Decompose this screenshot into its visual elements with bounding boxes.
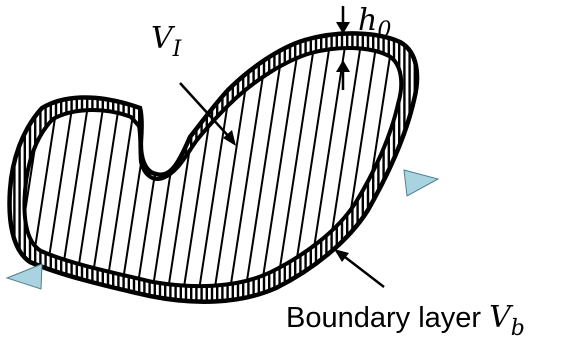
hatch-line [181, 47, 223, 287]
hatch-line [0, 40, 5, 300]
thickness-label: h0 [358, 3, 391, 43]
hatch-line [430, 40, 470, 300]
hatch-line [258, 47, 301, 287]
arrow-icon [334, 249, 349, 262]
hatch-line [212, 47, 254, 287]
hatch-line [274, 47, 316, 287]
hatch-line [196, 47, 239, 287]
hatch-line [305, 47, 347, 287]
interior-leader [179, 82, 236, 146]
hatch-line [119, 47, 161, 287]
hatch-line [243, 47, 285, 287]
hatch-line [227, 47, 270, 287]
interior-volume-label: VI [151, 21, 183, 62]
arrow-icon [336, 22, 350, 34]
thickness-arrows [336, 6, 350, 90]
hatch-line [72, 47, 115, 287]
hatch-line [415, 40, 455, 300]
arrow-icon [223, 130, 236, 146]
hatch-line [103, 47, 146, 287]
triangle-support-icon [403, 169, 440, 197]
hatch-line [88, 47, 130, 287]
boundary-leader [334, 249, 385, 288]
boundary-layer-label: Boundary layer Vb [286, 300, 525, 341]
arrow-icon [336, 60, 350, 72]
triangle-support-icon [5, 263, 43, 290]
